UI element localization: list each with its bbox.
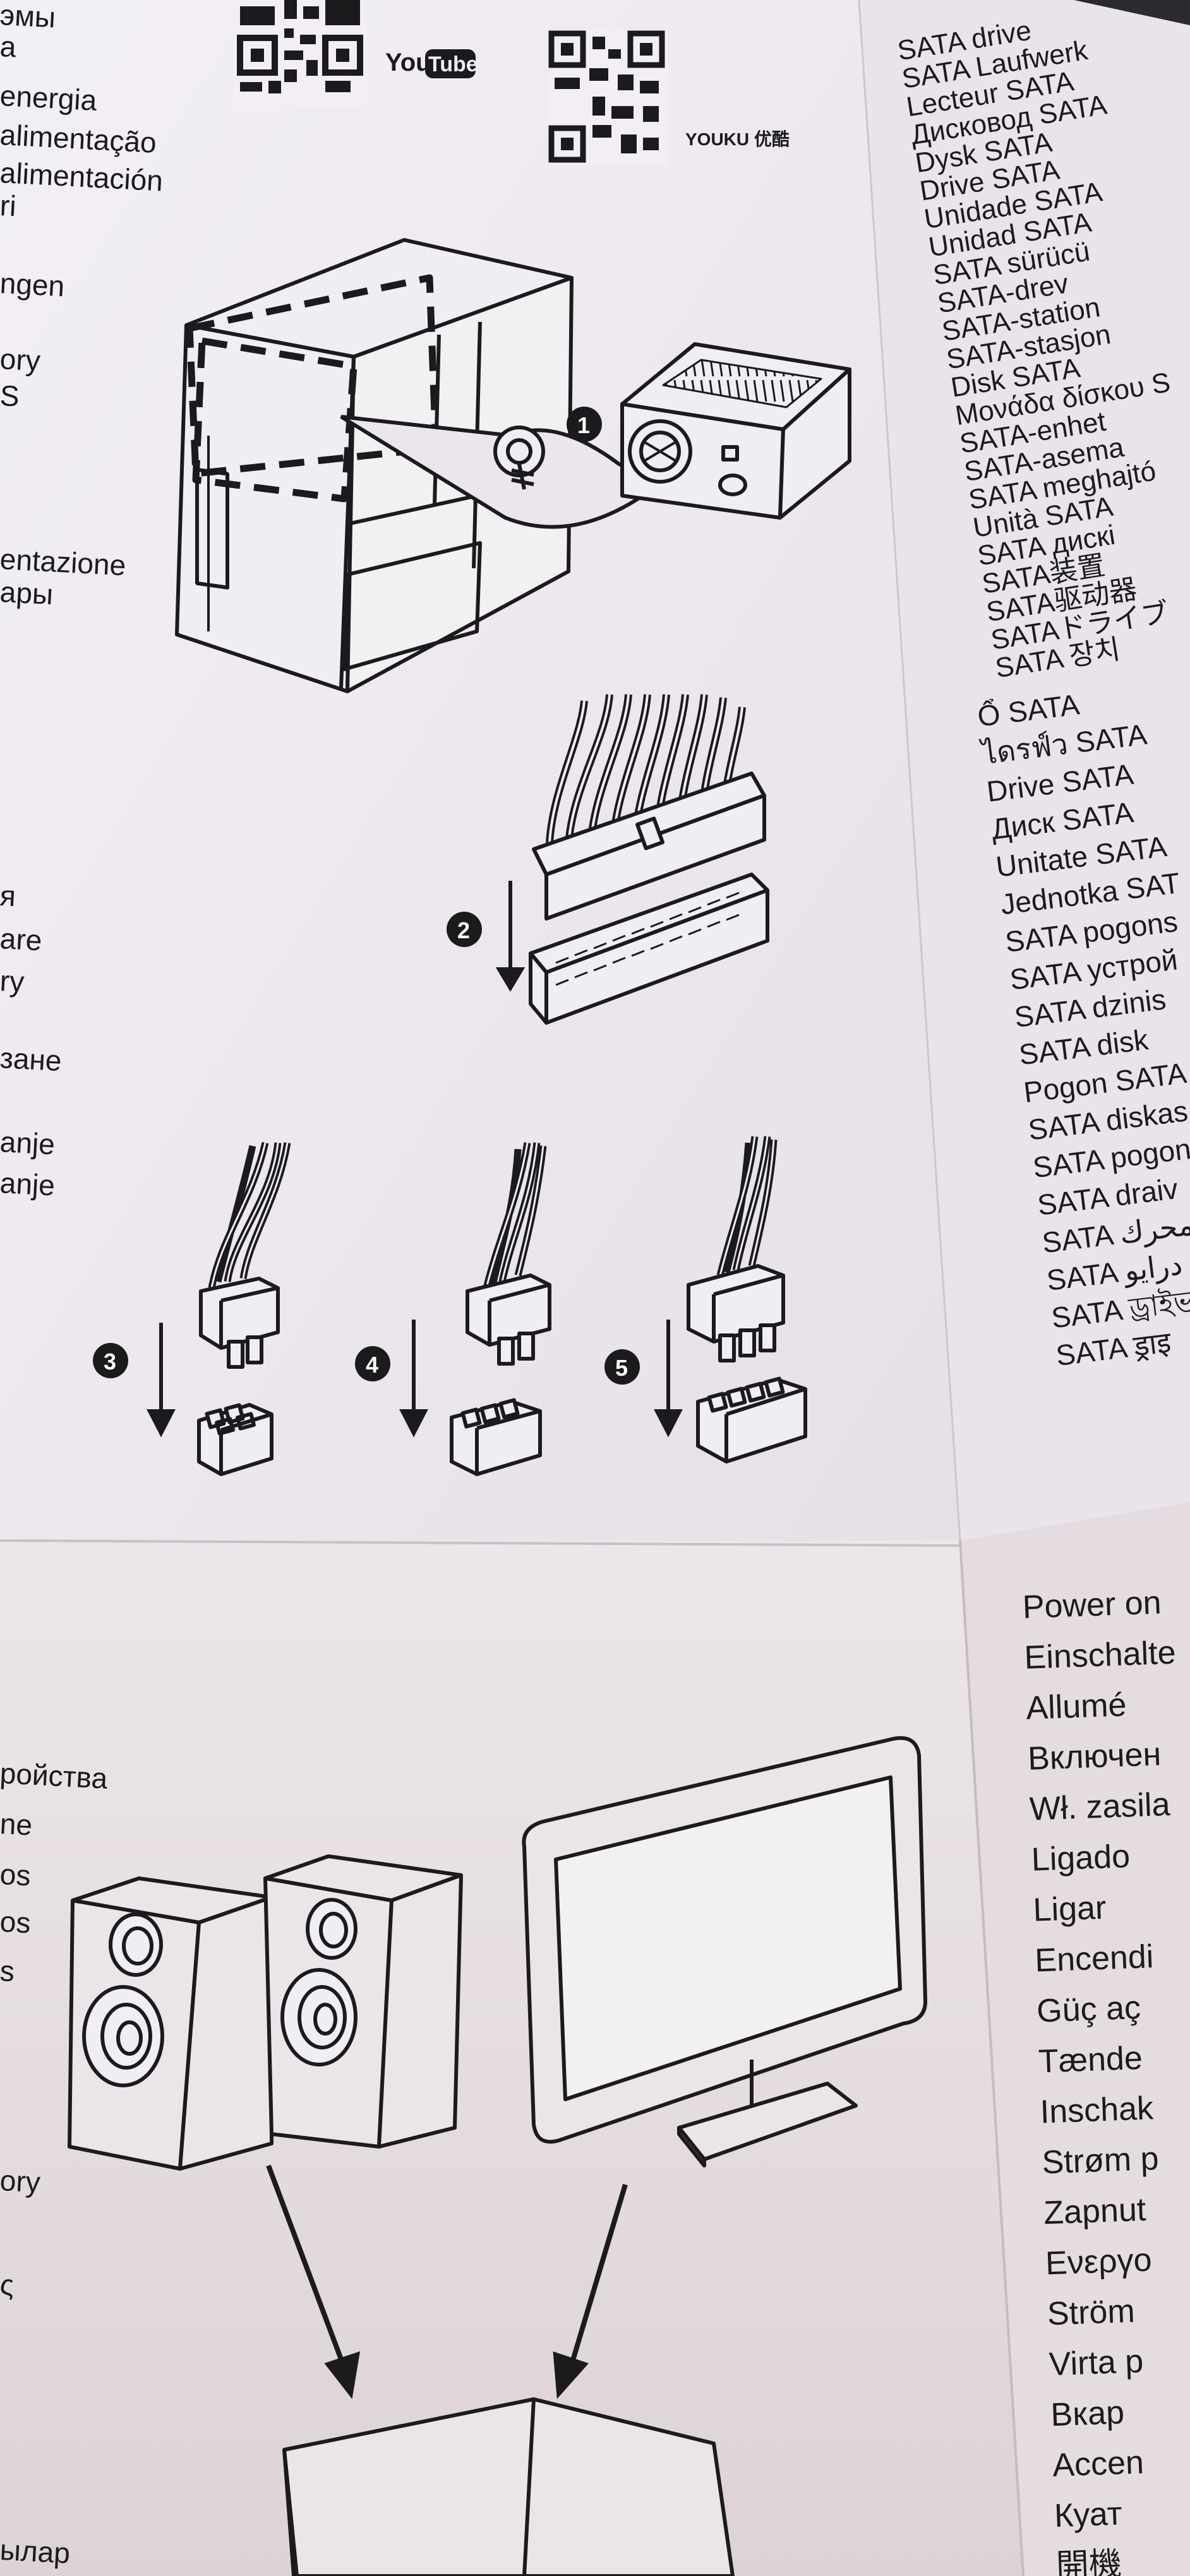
power-item: Zapnut: [1043, 2191, 1147, 2232]
arrow-monitor-to-pc: [553, 2183, 628, 2399]
power-item: Strøm p: [1041, 2140, 1160, 2181]
left-fragment-10: entazione: [0, 542, 127, 582]
power-item: Güç aç: [1036, 1989, 1141, 2030]
pc-case-icon: [175, 238, 574, 693]
power-item: Вкар: [1050, 2394, 1125, 2434]
monitor-icon: [522, 1736, 927, 2168]
left-fragment-15: зане: [0, 1041, 63, 1078]
arrow-down-icon-2: [495, 881, 526, 992]
6-pin-connector-icon-3: [197, 1142, 291, 1476]
power-supply-unit-icon: [620, 342, 851, 520]
youtube-logo: You Tube: [385, 49, 478, 78]
power-item: Power on: [1021, 1584, 1162, 1626]
left-fragment-25: ылар: [0, 2533, 71, 2570]
power-item: 開機: [1055, 2546, 1122, 2576]
left-fragment-17: anje: [0, 1166, 56, 1202]
step-1-badge: 1: [567, 407, 602, 442]
power-item: Wł. zasila: [1029, 1786, 1171, 1828]
power-item: Ström: [1046, 2293, 1136, 2333]
power-item: Virta p: [1048, 2343, 1145, 2383]
power-item: Encendi: [1034, 1938, 1155, 1979]
power-item: Accen: [1052, 2444, 1145, 2484]
qr-code-right: [548, 30, 668, 166]
step-5-number: 5: [615, 1355, 628, 1381]
left-fragment-19: ne: [0, 1807, 33, 1842]
left-fragment-1: эмы: [0, 0, 57, 34]
left-fragment-14: ry: [0, 964, 25, 998]
left-fragment-6: ri: [0, 189, 17, 223]
left-fragment-22: s: [0, 1954, 16, 1988]
left-fragment-11: ары: [0, 575, 54, 611]
power-item: Einschalte: [1023, 1634, 1177, 1676]
8-pin-connector-icon-5: [687, 1136, 807, 1464]
youtube-you-text: You: [385, 49, 431, 76]
8-pin-connector-icon-4: [450, 1142, 551, 1476]
youtube-tube-text: Tube: [428, 52, 478, 76]
step-4-badge: 4: [355, 1346, 390, 1381]
youku-logo: YOUKU 优酷: [685, 129, 790, 149]
left-fragment-8: ory: [0, 342, 42, 378]
step-3-number: 3: [104, 1349, 116, 1374]
youku-text: YOUKU 优酷: [685, 129, 790, 149]
power-item: Куат: [1054, 2495, 1123, 2535]
youtube-tube-box: [425, 49, 476, 78]
qr-code-left: [234, 0, 366, 107]
power-item: Allumé: [1025, 1686, 1127, 1727]
step-5-badge: 5: [604, 1349, 640, 1385]
left-fragment-4: alimentação: [0, 118, 158, 159]
power-item: Ligar: [1032, 1889, 1107, 1929]
left-fragment-9: S: [0, 379, 21, 413]
left-fragment-16: anje: [0, 1125, 56, 1161]
arrow-speakers-to-pc: [266, 2164, 361, 2399]
pc-case-icon-lower: [282, 2397, 735, 2576]
step-3-badge: 3: [93, 1343, 128, 1378]
power-item: Tænde: [1038, 2039, 1143, 2080]
left-fragment-18: ройства: [0, 1756, 109, 1795]
left-fragment-5: alimentación: [0, 156, 164, 198]
power-item: Включен: [1027, 1736, 1162, 1777]
left-fragment-23: ory: [0, 2164, 42, 2199]
step-4-number: 4: [366, 1352, 378, 1378]
power-item: Ενεργο: [1045, 2241, 1153, 2282]
left-fragment-3: energia: [0, 79, 98, 117]
arrow-down-icon-3: [147, 1323, 176, 1438]
step-2-number: 2: [457, 917, 470, 943]
24-pin-connector-icon: [529, 694, 769, 1025]
power-item: Ligado: [1030, 1838, 1131, 1878]
power-item: Inschak: [1039, 2090, 1154, 2131]
speakers-icon: [68, 1854, 463, 2171]
step-2-badge: 2: [447, 912, 482, 947]
left-fragment-13: are: [0, 922, 43, 957]
left-fragment-24: ς: [0, 2268, 15, 2302]
arrow-down-icon-4: [399, 1320, 428, 1438]
left-fragment-2: a: [0, 30, 17, 64]
left-fragment-7: ngen: [0, 266, 66, 303]
left-fragment-20: os: [0, 1857, 32, 1892]
left-fragment-12: я: [0, 879, 17, 913]
left-fragment-21: os: [0, 1905, 32, 1940]
step-1-number: 1: [577, 412, 590, 438]
arrow-down-icon-5: [654, 1320, 683, 1438]
